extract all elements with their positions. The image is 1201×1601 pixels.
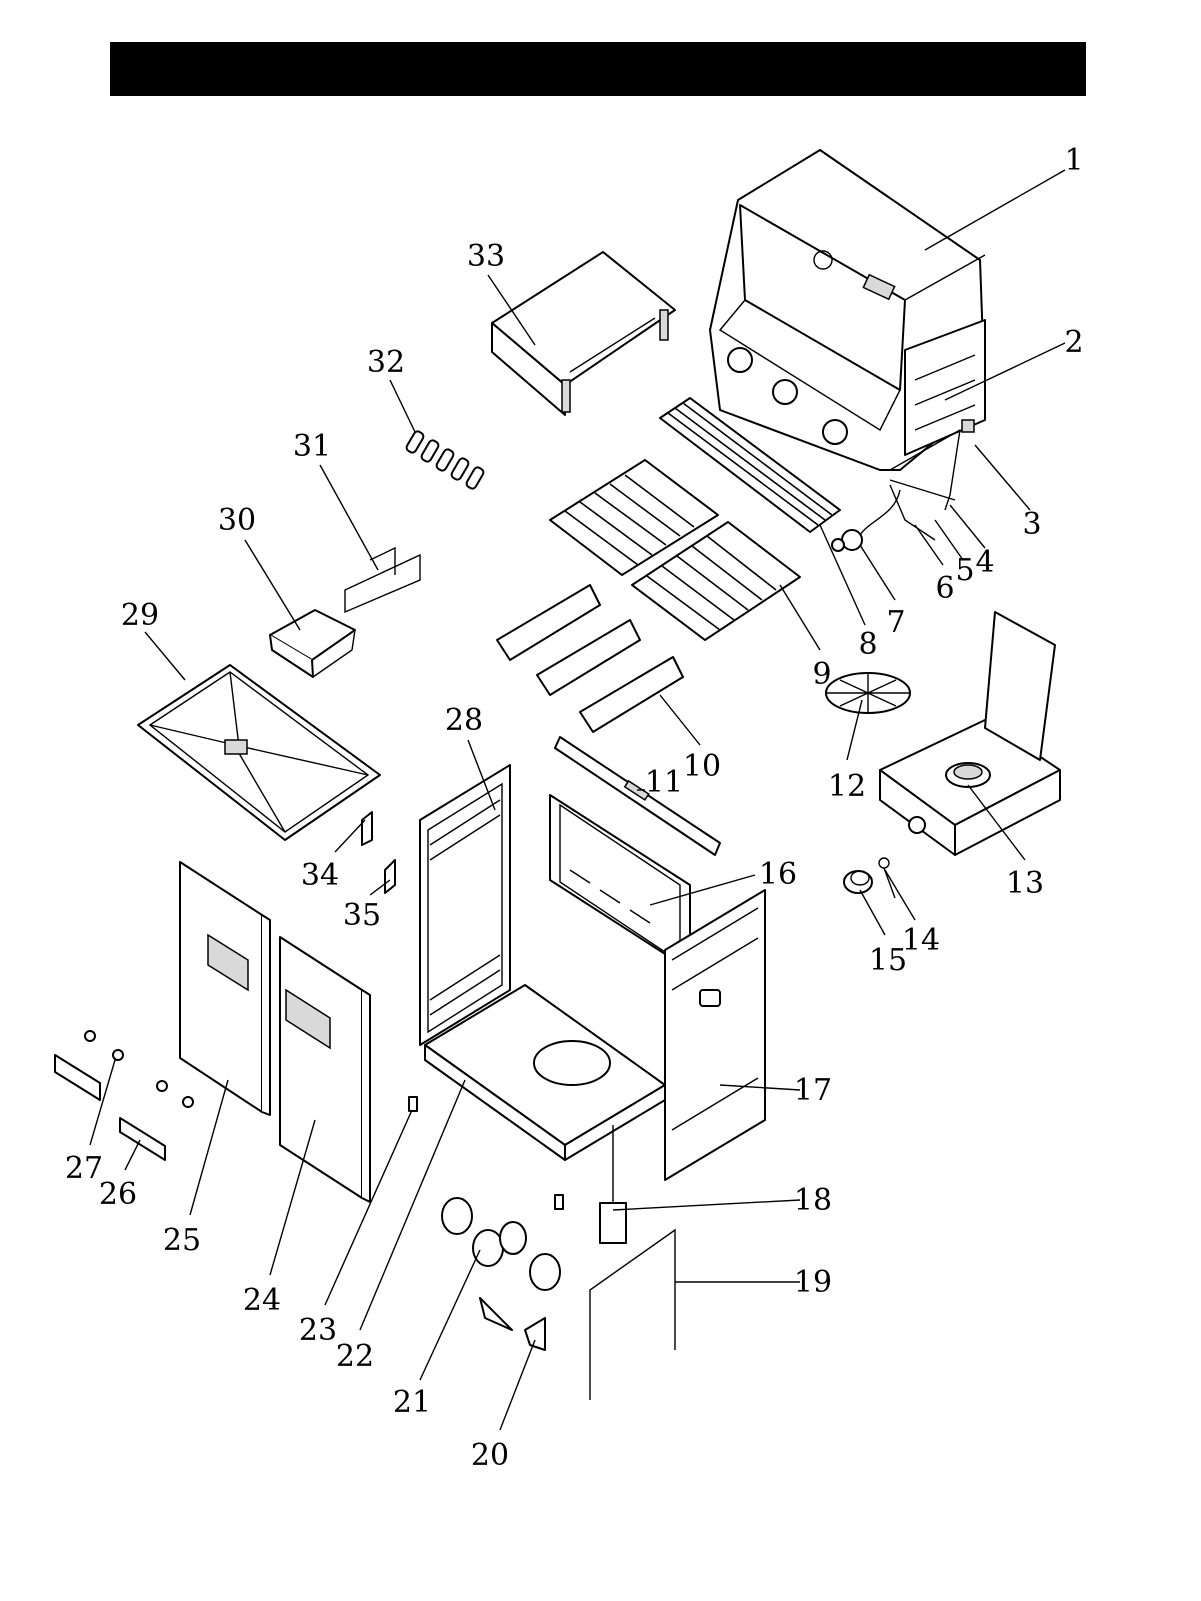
label-10: 10 <box>683 749 721 784</box>
part-side-burner-grate <box>826 673 910 713</box>
part-hood <box>710 150 985 470</box>
label-6: 6 <box>935 571 954 606</box>
label-32: 32 <box>367 345 405 380</box>
label-2: 2 <box>1064 325 1083 360</box>
part-clips <box>405 430 485 490</box>
label-9: 9 <box>812 657 831 692</box>
label-25: 25 <box>163 1223 201 1258</box>
label-24: 24 <box>243 1283 281 1318</box>
label-34: 34 <box>301 858 339 893</box>
label-28: 28 <box>445 703 483 738</box>
label-4: 4 <box>975 545 994 580</box>
label-12: 12 <box>828 769 866 804</box>
part-side-burner <box>880 612 1060 855</box>
label-23: 23 <box>299 1313 337 1348</box>
label-15: 15 <box>869 943 907 978</box>
label-11: 11 <box>645 765 683 800</box>
label-19: 19 <box>794 1265 832 1300</box>
label-26: 26 <box>99 1177 137 1212</box>
label-7: 7 <box>886 605 905 640</box>
label-1: 1 <box>1064 143 1083 178</box>
part-tank-hanger <box>590 1230 675 1400</box>
part-drip-cup <box>270 610 355 677</box>
label-14: 14 <box>902 923 940 958</box>
part-warming-rack <box>492 252 675 415</box>
label-31: 31 <box>293 429 331 464</box>
label-21: 21 <box>393 1385 431 1420</box>
label-20: 20 <box>471 1438 509 1473</box>
part-knob <box>844 858 895 898</box>
part-gussets <box>480 1298 545 1350</box>
label-33: 33 <box>467 239 505 274</box>
label-18: 18 <box>794 1183 832 1218</box>
label-35: 35 <box>343 898 381 933</box>
label-16: 16 <box>759 857 797 892</box>
part-handles <box>55 1031 193 1160</box>
label-29: 29 <box>121 598 159 633</box>
label-3: 3 <box>1022 507 1041 542</box>
part-left-door <box>180 862 270 1115</box>
label-5: 5 <box>955 553 974 588</box>
label-22: 22 <box>336 1339 374 1374</box>
part-igniter-box <box>600 1125 626 1243</box>
label-30: 30 <box>218 503 256 538</box>
part-grease-tray <box>138 665 380 840</box>
part-right-door <box>280 937 370 1202</box>
label-8: 8 <box>858 627 877 662</box>
label-27: 27 <box>65 1151 103 1186</box>
label-13: 13 <box>1006 866 1044 901</box>
part-casters <box>442 1195 563 1290</box>
part-cup-holder <box>345 548 420 612</box>
part-flame-tamers <box>497 585 683 732</box>
label-17: 17 <box>794 1073 832 1108</box>
